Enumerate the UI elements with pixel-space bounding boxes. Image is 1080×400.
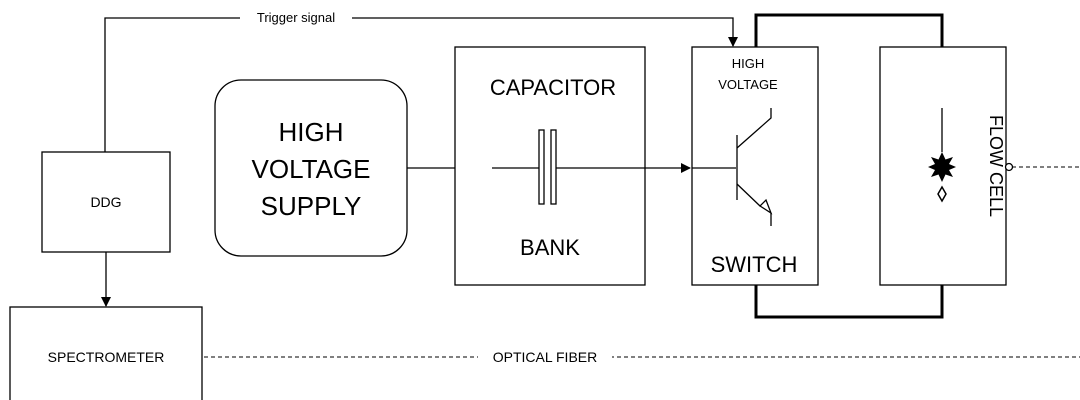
ddg-label: DDG <box>90 194 121 210</box>
hv-supply-line-3: SUPPLY <box>261 191 362 221</box>
optical-fiber-label: OPTICAL FIBER <box>493 349 598 365</box>
hv-switch-title-line-1: HIGH <box>732 56 765 71</box>
capacitor-bank-subtitle: BANK <box>520 235 580 260</box>
transistor-symbol <box>692 108 773 226</box>
spectrometer-box <box>9 306 203 400</box>
hv-switch-title-line-2: VOLTAGE <box>718 77 778 92</box>
capacitor-bank-box <box>454 46 646 286</box>
trigger-signal-line <box>104 17 738 152</box>
flow-cell-label: FLOW CELL <box>986 115 1006 217</box>
spark-electrode-symbol <box>928 108 956 203</box>
hv-switch-label: SWITCH <box>711 252 798 277</box>
capacitor-bank-title: CAPACITOR <box>490 75 616 100</box>
spectrometer-label: SPECTROMETER <box>48 349 165 365</box>
trigger-signal-label: Trigger signal <box>257 10 335 25</box>
flow-cell-box <box>879 46 1007 286</box>
capacitor-symbol <box>492 129 691 205</box>
hv-supply-line-1: HIGH <box>279 117 344 147</box>
hv-switch-box <box>691 46 819 286</box>
ddg-box <box>41 151 171 253</box>
hv-supply-line-2: VOLTAGE <box>252 154 371 184</box>
flow-cell-port <box>1004 162 1014 172</box>
